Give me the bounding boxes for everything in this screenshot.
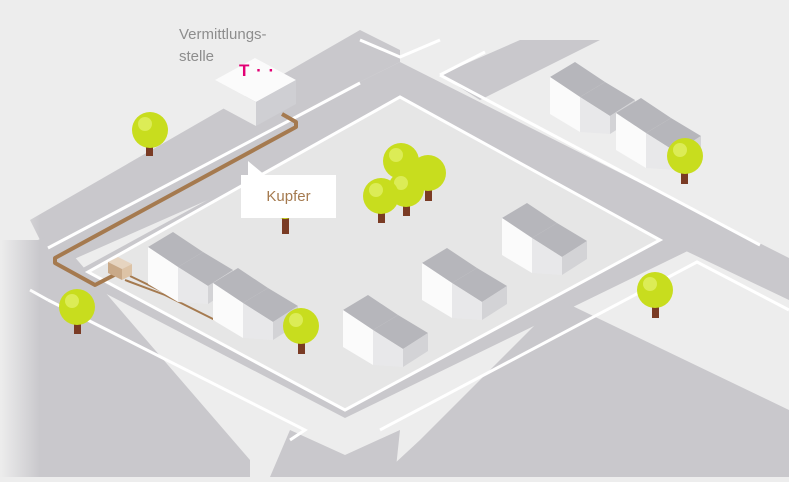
inner-block bbox=[84, 95, 664, 412]
house bbox=[502, 203, 587, 275]
distribution-box bbox=[108, 257, 132, 280]
house bbox=[343, 295, 428, 367]
callout-tail bbox=[248, 161, 266, 176]
house bbox=[422, 248, 507, 320]
tree bbox=[132, 112, 168, 156]
copper-cable bbox=[53, 112, 298, 287]
tree bbox=[59, 289, 95, 334]
exchange-label-line-1: Vermittlungs- bbox=[179, 26, 267, 43]
telekom-logo: T · · bbox=[239, 61, 276, 80]
tree bbox=[667, 138, 703, 184]
cable-type-callout: Kupfer bbox=[241, 175, 336, 218]
road-edges bbox=[29, 38, 789, 442]
exchange-building bbox=[215, 58, 296, 126]
tree bbox=[283, 308, 319, 354]
exchange-label-line-2: stelle bbox=[179, 48, 215, 65]
exchange-label: Vermittlungs- stelle bbox=[179, 24, 299, 68]
tree bbox=[363, 178, 399, 223]
tree bbox=[637, 272, 673, 318]
